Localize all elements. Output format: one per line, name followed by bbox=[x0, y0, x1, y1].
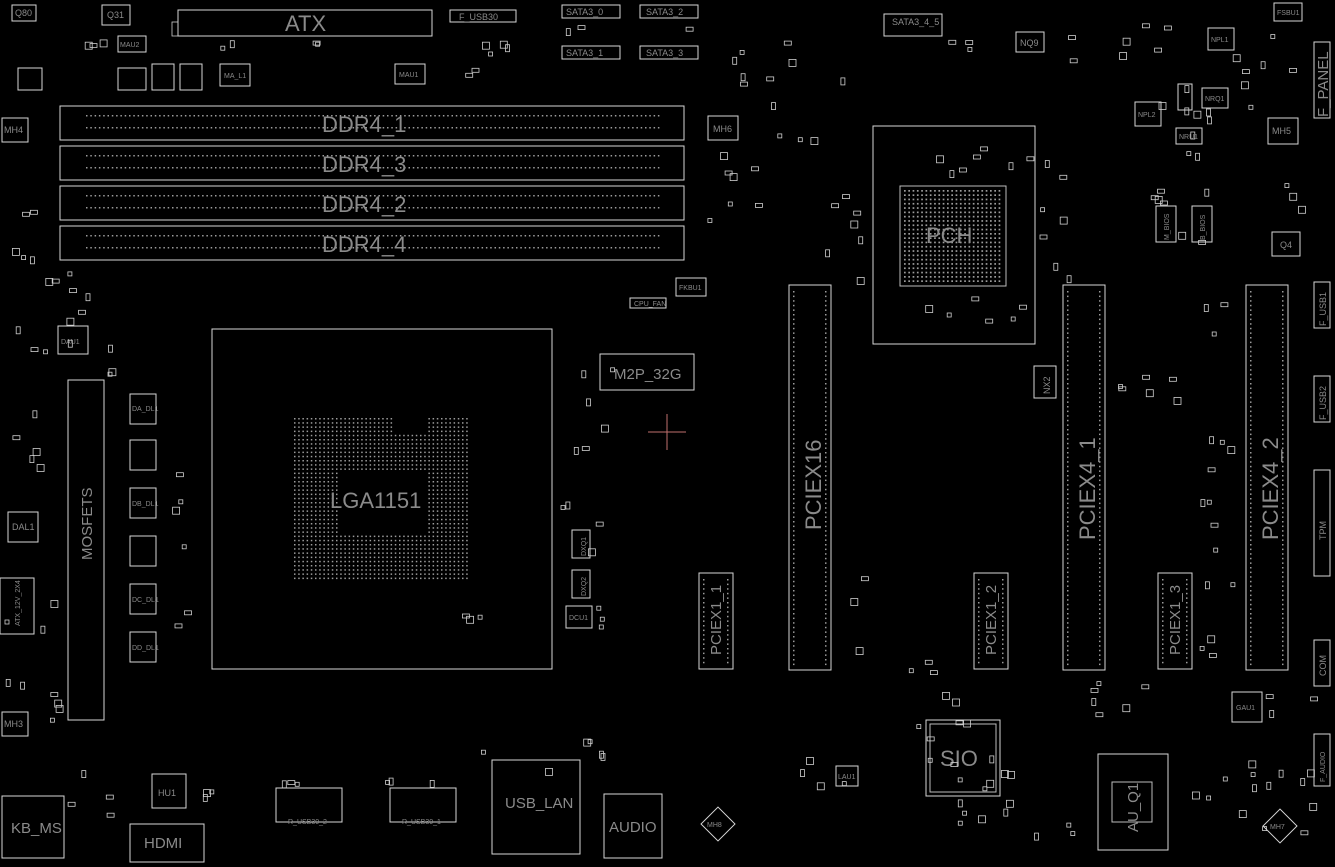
cpu-socket: LGA1151 bbox=[211, 328, 553, 670]
top-right-parts: NQ9 FSBU1 NPL1 NPL2 NRQ1 NRU1 MH5 F_PANE… bbox=[1015, 2, 1332, 145]
hu1-label: HU1 bbox=[158, 788, 176, 798]
usb-lan-label: USB_LAN bbox=[505, 795, 573, 812]
mosfets-label: MOSFETS bbox=[79, 487, 96, 560]
rear-io: KB_MS HU1 HDMI R_USB30_2 R_USB30_1 USB_L… bbox=[1, 759, 1298, 863]
q80-label: Q80 bbox=[15, 8, 32, 18]
pciex4-1-label: PCIEX4_1 bbox=[1075, 437, 1100, 540]
sata3-2-label: SATA3_2 bbox=[646, 7, 683, 17]
pciex1-2-label: PCIEX1_2 bbox=[983, 585, 1000, 655]
sata3-1-label: SATA3_1 bbox=[566, 48, 603, 58]
ddr4-1-label: DDR4_1 bbox=[322, 112, 406, 137]
nrq1-label: NRQ1 bbox=[1205, 96, 1225, 103]
nx2-label: NX2 bbox=[1042, 376, 1052, 394]
pch-label: PCH bbox=[926, 223, 972, 248]
vrm-area: DAU1 DAL1 ATX_12V_2X4 MOSFETS DA_DL1 DB_… bbox=[0, 325, 593, 721]
sio-label: SIO bbox=[940, 746, 978, 771]
mh3-mount: MH3 bbox=[1, 711, 29, 737]
pciex1-1-label: PCIEX1_1 bbox=[708, 585, 725, 655]
db-dl1-label: DB_DL1 bbox=[132, 501, 159, 508]
audio-label: AUDIO bbox=[609, 819, 657, 836]
mau2-label: MAU2 bbox=[120, 42, 140, 49]
kb-ms-label: KB_MS bbox=[11, 820, 62, 837]
right-headers: F_USB1 F_USB2 TPM COM F_AUDIO bbox=[1313, 281, 1331, 787]
cpu-fan-header: CPU_FAN FKBU1 bbox=[629, 277, 707, 309]
ddr4-4-label: DDR4_4 bbox=[322, 232, 406, 257]
nq9-label: NQ9 bbox=[1020, 38, 1039, 48]
q31-label: Q31 bbox=[107, 10, 124, 20]
b-bios-label: B_BIOS bbox=[1200, 214, 1207, 240]
fkbu1-label: FKBU1 bbox=[679, 285, 702, 292]
sata3-3-label: SATA3_3 bbox=[646, 48, 683, 58]
ddr4-2-label: DDR4_2 bbox=[322, 192, 406, 217]
npl1-label: NPL1 bbox=[1211, 37, 1229, 44]
mh8-label: MH8 bbox=[707, 822, 722, 829]
cpu-socket-label: LGA1151 bbox=[330, 488, 421, 513]
m2-slot: M2P_32G bbox=[599, 353, 695, 450]
cpu-fan-label: CPU_FAN bbox=[634, 301, 666, 308]
tpm-label: TPM bbox=[1318, 521, 1328, 540]
mh4-label: MH4 bbox=[4, 125, 23, 135]
dau1-label: DAU1 bbox=[61, 339, 80, 346]
nx2-chip: NX2 bbox=[1033, 365, 1057, 399]
ddr4-3-label: DDR4_3 bbox=[322, 152, 406, 177]
m-bios-label: M_BIOS bbox=[1164, 213, 1171, 240]
mh3-label: MH3 bbox=[4, 719, 23, 729]
pch-chip: PCH bbox=[872, 125, 1036, 345]
r-usb30-1-label: R_USB30_1 bbox=[402, 819, 441, 826]
mh5-label: MH5 bbox=[1272, 126, 1291, 136]
pciex4-2-label: PCIEX4_2 bbox=[1258, 437, 1283, 540]
f-usb30-label: F_USB30 bbox=[459, 12, 498, 22]
atx-label: ATX bbox=[285, 11, 326, 36]
ma-l1-label: MA_L1 bbox=[224, 73, 246, 80]
dd-dl1-label: DD_DL1 bbox=[132, 645, 159, 652]
audio-codec-area: AU_Q1 bbox=[1097, 753, 1169, 851]
q4-label: Q4 bbox=[1280, 240, 1292, 250]
au-q1-label: AU_Q1 bbox=[1125, 783, 1142, 832]
dc-dl1-label: DC_DL1 bbox=[132, 597, 159, 604]
f-usb1-label: F_USB1 bbox=[1318, 292, 1328, 326]
dxq1-label: DXQ1 bbox=[581, 537, 588, 556]
sata-ports: SATA3_0 SATA3_2 SATA3_1 SATA3_3 SATA3_4_… bbox=[561, 4, 943, 60]
da-dl1-label: DA_DL1 bbox=[132, 406, 159, 413]
atx-12v-label: ATX_12V_2X4 bbox=[15, 580, 22, 626]
r-usb30-2-label: R_USB30_2 bbox=[288, 819, 327, 826]
pciex1-3-label: PCIEX1_3 bbox=[1167, 585, 1184, 655]
sata3-4-5-label: SATA3_4_5 bbox=[892, 17, 939, 27]
dxq2-label: DXQ2 bbox=[581, 577, 588, 596]
bios-chips: M_BIOS B_BIOS Q4 bbox=[1155, 205, 1301, 257]
dimm-slots: DDR4_1 DDR4_3 DDR4_2 DDR4_4 bbox=[59, 105, 685, 261]
mh6-mount: MH6 bbox=[707, 115, 739, 141]
mh4-mount: MH4 bbox=[1, 117, 29, 143]
top-left-parts: Q80 Q31 MA_L1 MAU2 MAU1 bbox=[11, 4, 426, 91]
f-panel-label: F_PANEL bbox=[1315, 51, 1332, 117]
lau1-label: LAU1 bbox=[838, 774, 856, 781]
mau1-label: MAU1 bbox=[399, 72, 419, 79]
atx-power-connector: ATX bbox=[171, 9, 433, 37]
m2-label: M2P_32G bbox=[614, 366, 682, 383]
fsbu1-label: FSBU1 bbox=[1277, 10, 1300, 17]
gau1-chip: GAU1 bbox=[1231, 691, 1263, 723]
f-usb30-header: F_USB30 bbox=[449, 9, 517, 23]
mh6-label: MH6 bbox=[713, 124, 732, 134]
sata3-0-label: SATA3_0 bbox=[566, 7, 603, 17]
gau1-label: GAU1 bbox=[1236, 705, 1255, 712]
dcu1-label: DCU1 bbox=[569, 615, 588, 622]
f-usb2-label: F_USB2 bbox=[1318, 386, 1328, 420]
f-audio-label: F_AUDIO bbox=[1320, 751, 1327, 782]
dal1-label: DAL1 bbox=[12, 522, 35, 532]
nru1-label: NRU1 bbox=[1179, 134, 1198, 141]
smd-components bbox=[4, 23, 1318, 841]
com-label: COM bbox=[1318, 655, 1328, 676]
hdmi-label: HDMI bbox=[144, 835, 182, 852]
pcie-slots: PCIEX16 PCIEX4_1 PCIEX4_2 PCIEX1_1 PCIEX… bbox=[698, 284, 1289, 671]
mh7-label: MH7 bbox=[1270, 824, 1285, 831]
npl2-label: NPL2 bbox=[1138, 112, 1156, 119]
pciex16-label: PCIEX16 bbox=[801, 440, 826, 531]
